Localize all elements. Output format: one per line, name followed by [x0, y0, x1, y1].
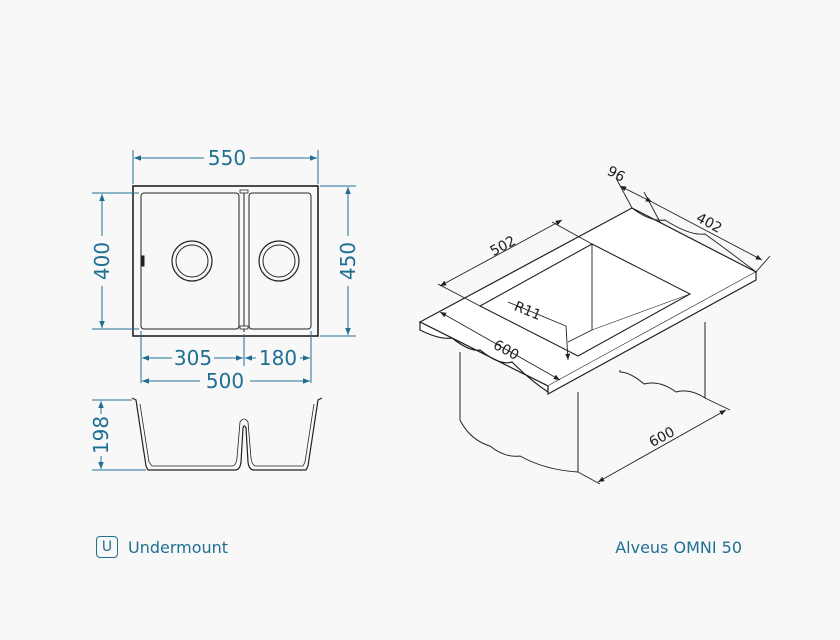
divider-cap-bottom	[239, 325, 249, 330]
dim-96-label: 96	[604, 163, 627, 186]
mount-type-legend: U Undermount	[96, 536, 228, 558]
overflow-slot	[141, 255, 145, 267]
isometric-view	[418, 207, 758, 473]
dim-450-label: 450	[336, 242, 360, 280]
divider-cap-top	[239, 189, 249, 194]
top-view	[132, 185, 319, 337]
dim-550-label: 550	[208, 146, 246, 170]
section-dimensions	[92, 399, 146, 471]
sink-outer-outline	[132, 185, 319, 337]
dim-305-label: 305	[174, 346, 212, 370]
dim-600-bottom-label: 600	[647, 424, 678, 451]
right-bowl-outline	[248, 192, 312, 330]
right-drain	[258, 240, 300, 282]
left-bowl-outline	[140, 192, 240, 330]
dim-502-label: 502	[488, 233, 519, 260]
dim-198-label: 198	[89, 416, 113, 454]
section-view	[131, 397, 323, 471]
dim-500-label: 500	[206, 369, 244, 393]
left-drain	[171, 240, 213, 282]
undermount-icon: U	[96, 536, 118, 558]
isometric-dimensions	[437, 177, 771, 485]
mount-type-label: Undermount	[128, 537, 229, 557]
dim-400-label: 400	[90, 242, 114, 280]
cabinet-left-side	[459, 352, 579, 473]
cabinet-right-side	[619, 322, 706, 399]
product-name: Alveus OMNI 50	[615, 538, 742, 557]
top-view-dimensions	[92, 150, 356, 384]
dim-180-label: 180	[259, 346, 297, 370]
dim-402-label: 402	[693, 210, 724, 237]
